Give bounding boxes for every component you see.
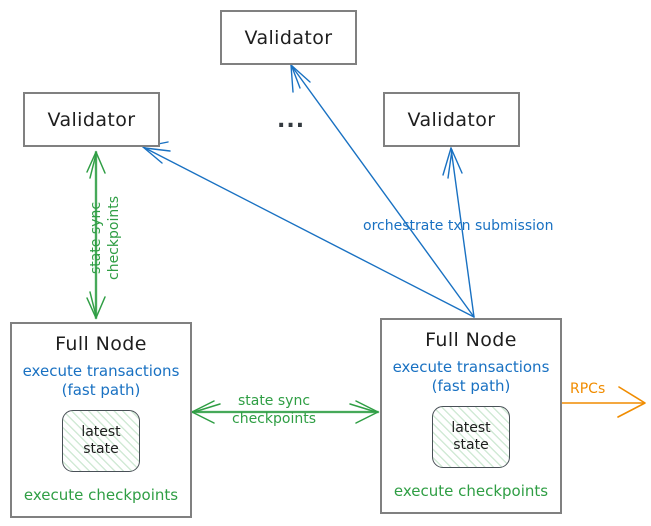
validator-right-label: Validator <box>407 108 496 131</box>
fullnode-right-state-line1: latest <box>451 420 491 437</box>
validators-ellipsis: ... <box>277 108 306 133</box>
fullnode-left-state-line2: state <box>83 440 119 457</box>
fullnode-left-exec-line1: execute transactions <box>22 362 180 380</box>
label-state-sync-middle-line2: checkpoints <box>232 411 316 428</box>
label-rpcs: RPCs <box>570 381 606 397</box>
validator-left-label: Validator <box>47 108 136 131</box>
node-validator-top[interactable]: Validator <box>220 10 357 65</box>
fullnode-left-execute-transactions: execute transactions (fast path) <box>23 362 180 400</box>
fullnode-right-title: Full Node <box>425 329 517 351</box>
fullnode-left-exec-line2: (fast path) <box>61 380 141 399</box>
fullnode-right-exec-line2: (fast path) <box>431 376 511 395</box>
fullnode-left-state-line1: latest <box>81 424 121 441</box>
fullnode-left-title: Full Node <box>55 333 147 355</box>
node-fullnode-left[interactable]: Full Node execute transactions (fast pat… <box>10 322 192 518</box>
fullnode-right-execute-transactions: execute transactions (fast path) <box>393 358 550 396</box>
fullnode-left-execute-checkpoints: execute checkpoints <box>23 486 179 504</box>
fullnode-right-latest-state-box[interactable]: latest state <box>432 405 510 468</box>
label-state-sync-vertical-line2: checkpoints <box>105 196 122 280</box>
node-fullnode-right[interactable]: Full Node execute transactions (fast pat… <box>380 318 562 514</box>
node-validator-left[interactable]: Validator <box>23 92 160 147</box>
label-orchestrate-txn-submission: orchestrate txn submission <box>363 218 554 234</box>
label-state-sync-middle-line1: state sync <box>237 393 311 409</box>
validator-top-label: Validator <box>244 26 333 49</box>
label-state-sync-vertical-line1: state sync <box>88 201 104 275</box>
fullnode-left-latest-state-box[interactable]: latest state <box>62 409 140 472</box>
fullnode-right-state-line2: state <box>453 436 489 453</box>
fullnode-right-execute-checkpoints: execute checkpoints <box>393 482 549 500</box>
label-state-sync-middle: state sync checkpoints <box>232 392 316 428</box>
label-state-sync-vertical: state sync checkpoints <box>88 196 123 280</box>
node-validator-right[interactable]: Validator <box>383 92 520 147</box>
fullnode-right-exec-line1: execute transactions <box>392 358 550 376</box>
